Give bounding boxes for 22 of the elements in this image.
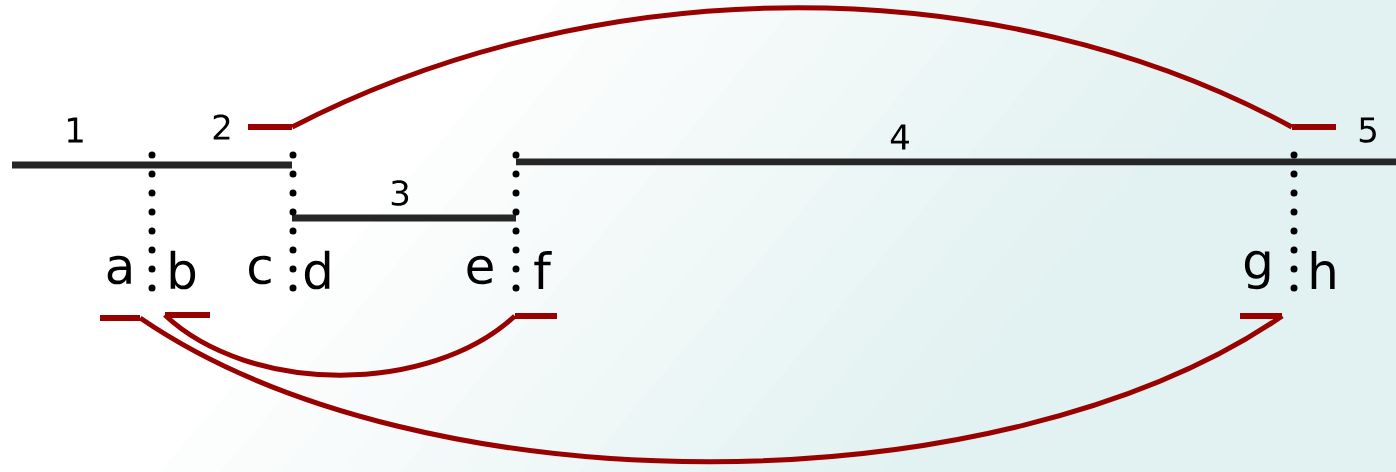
connector-arc: [138, 313, 1284, 465]
breakpoint-letter: f: [534, 251, 552, 289]
adjacency-bar: [1292, 124, 1336, 130]
breakpoint-letter: e: [467, 255, 493, 285]
adjacency-bar: [1240, 313, 1282, 319]
segment-number: 3: [391, 180, 409, 206]
adjacency-bar: [515, 313, 557, 319]
breakpoint-letter: c: [249, 255, 271, 285]
breakpoint-letter: h: [1311, 251, 1335, 289]
segment-number: 2: [213, 114, 230, 140]
breakpoint-letter: a: [107, 255, 131, 285]
connector-arc: [291, 5, 1293, 130]
segment-number: 4: [890, 124, 909, 150]
segment-number: 1: [67, 117, 83, 143]
breakpoint-letter: b: [170, 250, 196, 290]
connector-arc: [163, 313, 517, 378]
segment-number: 5: [1359, 117, 1376, 143]
breakpoint-letter: d: [304, 250, 330, 290]
adjacency-bar: [100, 315, 140, 321]
adjacency-bar: [248, 124, 292, 130]
adjacency-bar: [165, 312, 210, 318]
breakpoint-letter: g: [1244, 250, 1270, 290]
